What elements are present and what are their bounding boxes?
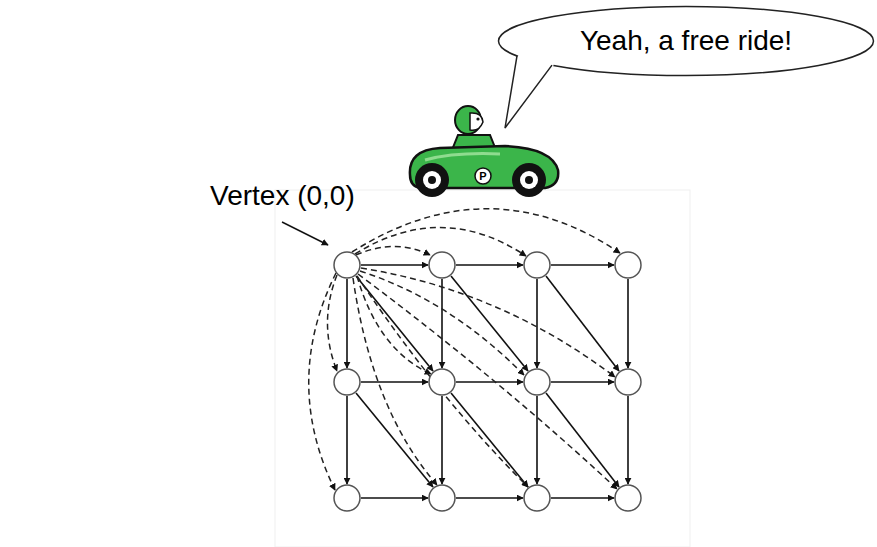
speech-bubble: Yeah, a free ride! [497, 5, 875, 77]
leader-arrow [282, 222, 328, 245]
dashed-edges [309, 209, 620, 490]
vertex-circles [334, 252, 641, 511]
car-illustration [410, 106, 558, 197]
car-logo-letter: P [479, 171, 486, 182]
vertex-label: Vertex (0,0) [210, 182, 355, 210]
bubble-text: Yeah, a free ride! [580, 25, 792, 57]
solid-edges [347, 265, 628, 498]
figure-frame [275, 190, 690, 547]
